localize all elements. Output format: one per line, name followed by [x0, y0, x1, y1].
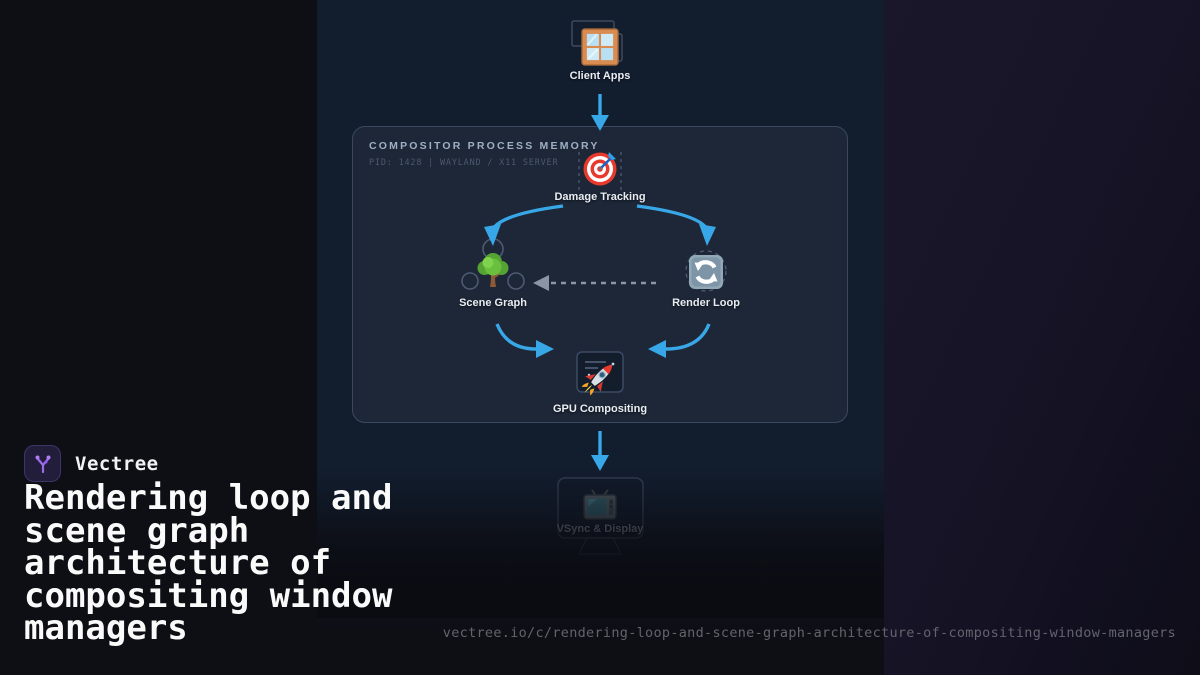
dartboard-icon	[583, 152, 617, 186]
right-background-panel	[884, 0, 1200, 675]
edge-gpu-to-vsync	[591, 431, 609, 471]
window-icon	[581, 28, 619, 66]
title-line: compositing window	[24, 575, 393, 616]
title-line: Rendering loop and	[24, 478, 393, 518]
vectree-logo	[24, 445, 61, 482]
tv-icon	[583, 489, 617, 520]
loop-arrows-icon	[689, 255, 723, 289]
edge-render-to-gpu	[648, 323, 711, 358]
node-label-vsync-display: VSync & Display	[556, 523, 644, 535]
node-label-damage-tracking: Damage Tracking	[554, 191, 646, 203]
node-label-scene-graph: Scene Graph	[459, 297, 527, 309]
node-label-client-apps: Client Apps	[569, 70, 631, 82]
vectree-branch-icon	[35, 455, 50, 473]
node-label-gpu-compositing: GPU Compositing	[552, 403, 648, 415]
brand-lockup: Vectree	[24, 445, 159, 482]
brand-name: Vectree	[75, 452, 159, 475]
title-line: architecture of	[24, 543, 332, 583]
memory-box-subtitle: PID: 1428 | WAYLAND / X11 SERVER	[369, 158, 559, 168]
graph-node-circle	[507, 272, 525, 290]
edge-damage-to-scene	[484, 204, 564, 246]
edge-scene-to-gpu	[495, 323, 554, 358]
rocket-icon	[581, 364, 613, 396]
canonical-url: vectree.io/c/rendering-loop-and-scene-gr…	[442, 625, 1176, 641]
title-line: scene graph	[24, 510, 250, 551]
title-line: managers	[24, 608, 188, 648]
graph-node-circle	[461, 272, 479, 290]
edge-damage-to-render	[636, 204, 716, 246]
page-title: Rendering loop and scene graph architect…	[24, 478, 454, 648]
memory-box-title: COMPOSITOR PROCESS MEMORY	[369, 140, 600, 152]
tree-icon	[477, 253, 509, 287]
node-label-render-loop: Render Loop	[672, 297, 740, 309]
edge-render-to-scene-dashed	[533, 275, 656, 291]
loop-dashed-circle	[685, 250, 727, 292]
edge-client-to-damage	[591, 94, 609, 131]
